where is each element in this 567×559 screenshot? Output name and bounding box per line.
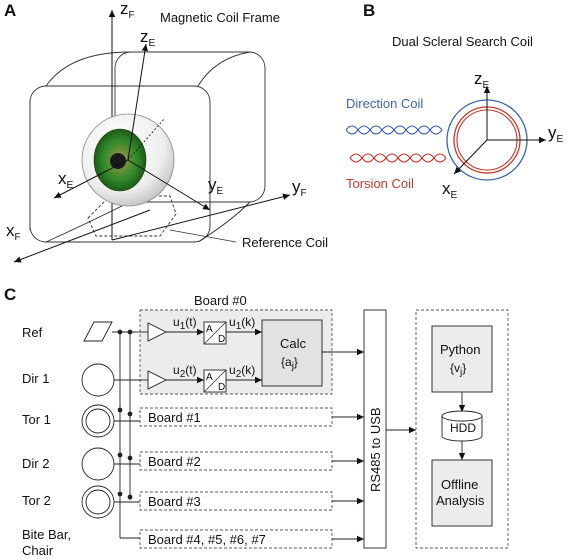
ref-coil-symbol	[83, 321, 113, 342]
dir2-coil-symbol	[81, 447, 115, 481]
input-wiring	[112, 331, 140, 539]
board-4-7-label: Board #4, #5, #6, #7	[148, 532, 266, 547]
python-block	[431, 325, 493, 393]
python-label: Python	[440, 342, 480, 357]
frame-origin	[28, 236, 112, 240]
b-axis-label-ze: zE	[474, 69, 490, 91]
input-label-tor2: Tor 2	[22, 493, 51, 508]
adc-2-d: D	[218, 382, 225, 393]
axis-label-zf: zF	[120, 0, 135, 21]
input-label-bite-bar: Bite Bar,	[22, 527, 71, 542]
b-xe-axis	[453, 139, 488, 175]
axis-label-xe: xE	[58, 169, 74, 191]
adc-1-d: D	[218, 334, 225, 345]
junction-dots	[117, 329, 133, 500]
panel-b-letter: B	[363, 1, 375, 20]
reference-coil-leader	[169, 229, 237, 243]
panel-a-letter: A	[4, 1, 16, 20]
analysis-label: Analysis	[436, 493, 485, 508]
adc-2-a: A	[206, 372, 213, 383]
u1t-label: u1(t)	[173, 315, 197, 332]
tor2-coil-symbol	[81, 485, 115, 519]
board-0-title: Board #0	[194, 293, 247, 308]
panel-b: B Dual Scleral Search Coil Direction Coi…	[345, 1, 564, 201]
panel-a: A Magnetic Coil Frame Reference Coil	[4, 0, 328, 263]
yf-axis	[111, 193, 291, 241]
offline-analysis-block	[431, 459, 493, 527]
board-2-label: Board #2	[148, 454, 201, 469]
adc-1-a: A	[206, 324, 213, 335]
calc-param: {aj}	[281, 355, 298, 372]
ye-axis	[127, 159, 211, 211]
torsion-coil-label: Torsion Coil	[346, 176, 414, 191]
reference-coil-label: Reference Coil	[242, 235, 328, 250]
amplifier-2	[147, 370, 168, 390]
axis-label-xf: xF	[6, 221, 21, 243]
axis-label-ze: zE	[140, 27, 156, 49]
input-label-ref: Ref	[22, 325, 43, 340]
dir1-coil-symbol	[81, 363, 115, 397]
b-axis-label-ye: yE	[548, 123, 564, 145]
direction-coil-leads	[345, 125, 443, 135]
input-label-dir1: Dir 1	[22, 371, 49, 386]
input-label-tor1: Tor 1	[22, 412, 51, 427]
direction-coil-label: Direction Coil	[346, 96, 423, 111]
calc-label: Calc	[280, 336, 307, 351]
panel-c-letter: C	[4, 285, 16, 304]
calc-block	[261, 319, 323, 387]
rs485-usb-bus	[363, 309, 387, 549]
ze-axis	[127, 43, 149, 161]
rs485-usb-label: RS485 to USB	[368, 407, 383, 492]
python-param: {vj}	[450, 361, 466, 378]
board-0-channel-1: u1(t) A D u1(k)	[136, 315, 262, 345]
board-1-label: Board #1	[148, 410, 201, 425]
hdd-label: HDD	[450, 421, 476, 435]
amplifier-1	[147, 322, 168, 342]
axis-label-yf: yF	[292, 177, 307, 199]
tor1-coil-symbol	[81, 404, 115, 438]
axis-label-ye: yE	[208, 175, 224, 197]
board-0-channel-2: u2(t) A D u2(k)	[136, 363, 262, 393]
offline-label: Offline	[441, 477, 478, 492]
xf-axis	[13, 209, 151, 263]
panel-c: C Ref Dir 1 Tor 1 Dir 2 Tor 2 Bite Bar, …	[4, 285, 509, 558]
u2t-label: u2(t)	[173, 363, 197, 380]
panel-a-title: Magnetic Coil Frame	[160, 10, 280, 25]
input-label-dir2: Dir 2	[22, 456, 49, 471]
u2k-label: u2(k)	[229, 363, 255, 380]
board-3-label: Board #3	[148, 494, 201, 509]
panel-b-title: Dual Scleral Search Coil	[392, 34, 533, 49]
board-outputs	[332, 413, 364, 543]
b-axis-label-xe: xE	[442, 179, 458, 201]
xe-axis	[53, 159, 129, 199]
u1k-label: u1(k)	[229, 315, 255, 332]
hdd-cylinder	[441, 410, 483, 442]
input-label-chair: Chair	[22, 543, 54, 558]
torsion-coil-leads	[349, 153, 447, 163]
